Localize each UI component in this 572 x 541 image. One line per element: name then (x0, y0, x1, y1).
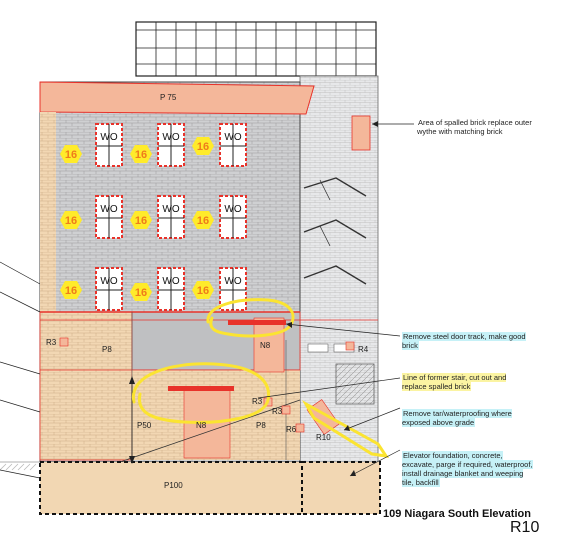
hex-code: 16 (135, 149, 147, 161)
label-p50: P50 (137, 421, 152, 430)
hex-code: 16 (65, 149, 77, 161)
label-r6: R6 (286, 425, 297, 434)
hex-code: 16 (65, 215, 77, 227)
hex-tag (130, 283, 152, 301)
window (95, 123, 123, 167)
label-r3: R3 (252, 397, 263, 406)
steel-door-track (228, 320, 286, 325)
foundation (0, 461, 381, 515)
window-code: WO (162, 276, 179, 287)
note-tar-waterproofing: Remove tar/waterproofing where exposed a… (402, 409, 512, 427)
hex-tag (60, 281, 82, 299)
label-r4: R4 (358, 345, 369, 354)
note-former-stair: Line of former stair, cut out and replac… (402, 373, 507, 391)
hex-tag (60, 211, 82, 229)
window-code: WO (100, 132, 117, 143)
sheet-number: R10 (510, 519, 540, 536)
label-p75: P 75 (160, 93, 177, 102)
label-r3: R3 (46, 338, 57, 347)
leader-arrows (286, 121, 378, 476)
label-p100: P100 (164, 481, 183, 490)
penthouse-grid (135, 21, 377, 77)
hex-tag (192, 137, 214, 155)
stair-tower (299, 75, 379, 463)
label-r3: R3 (272, 407, 283, 416)
window (157, 195, 185, 239)
window-code: WO (100, 204, 117, 215)
hex-code: 16 (135, 215, 147, 227)
window-code: WO (100, 276, 117, 287)
window (219, 123, 247, 167)
window (95, 267, 123, 311)
label-p8: P8 (102, 345, 112, 354)
note-steel-door-track: Remove steel door track, make good brick (402, 332, 526, 350)
leader-lines (0, 123, 414, 479)
hex-code: 16 (197, 141, 209, 153)
label-n8: N8 (260, 341, 271, 350)
hex-tag (130, 145, 152, 163)
hex-tag (130, 211, 152, 229)
window (95, 195, 123, 239)
hex-codes: 16 16 16 16 16 16 16 16 16 (65, 141, 209, 299)
drawing-title: 109 Niagara South Elevation (383, 508, 531, 520)
hex-tag (192, 211, 214, 229)
hex-tag (192, 281, 214, 299)
window-code: WO (224, 132, 241, 143)
note-spalled-brick: Area of spalled brick replace outer wyth… (417, 118, 532, 136)
window (157, 123, 185, 167)
window-code: WO (162, 132, 179, 143)
window (157, 267, 185, 311)
window-code: WO (224, 276, 241, 287)
note-elevator-foundation: Elevator foundation, concrete, excavate,… (402, 451, 533, 487)
window-code: WO (224, 204, 241, 215)
hex-code: 16 (197, 285, 209, 297)
label-n8: N8 (196, 421, 207, 430)
hex-tag (60, 145, 82, 163)
dimension-arrow (129, 376, 135, 384)
zone-labels: P 75 P8 N8 N8 P50 P8 P100 R3 R3 R3 R4 R6… (46, 93, 369, 490)
hex-code: 16 (197, 215, 209, 227)
dimension-arrow (129, 456, 135, 464)
window-grid (95, 123, 247, 311)
label-r10: R10 (316, 433, 331, 442)
hex-code: 16 (135, 287, 147, 299)
window-codes: WO WO WO WO WO WO WO WO WO (100, 132, 241, 287)
window-code: WO (162, 204, 179, 215)
hex-tags (60, 137, 214, 301)
hex-code: 16 (65, 285, 77, 297)
label-p8: P8 (256, 421, 266, 430)
window (219, 195, 247, 239)
former-stair-line (168, 386, 234, 391)
